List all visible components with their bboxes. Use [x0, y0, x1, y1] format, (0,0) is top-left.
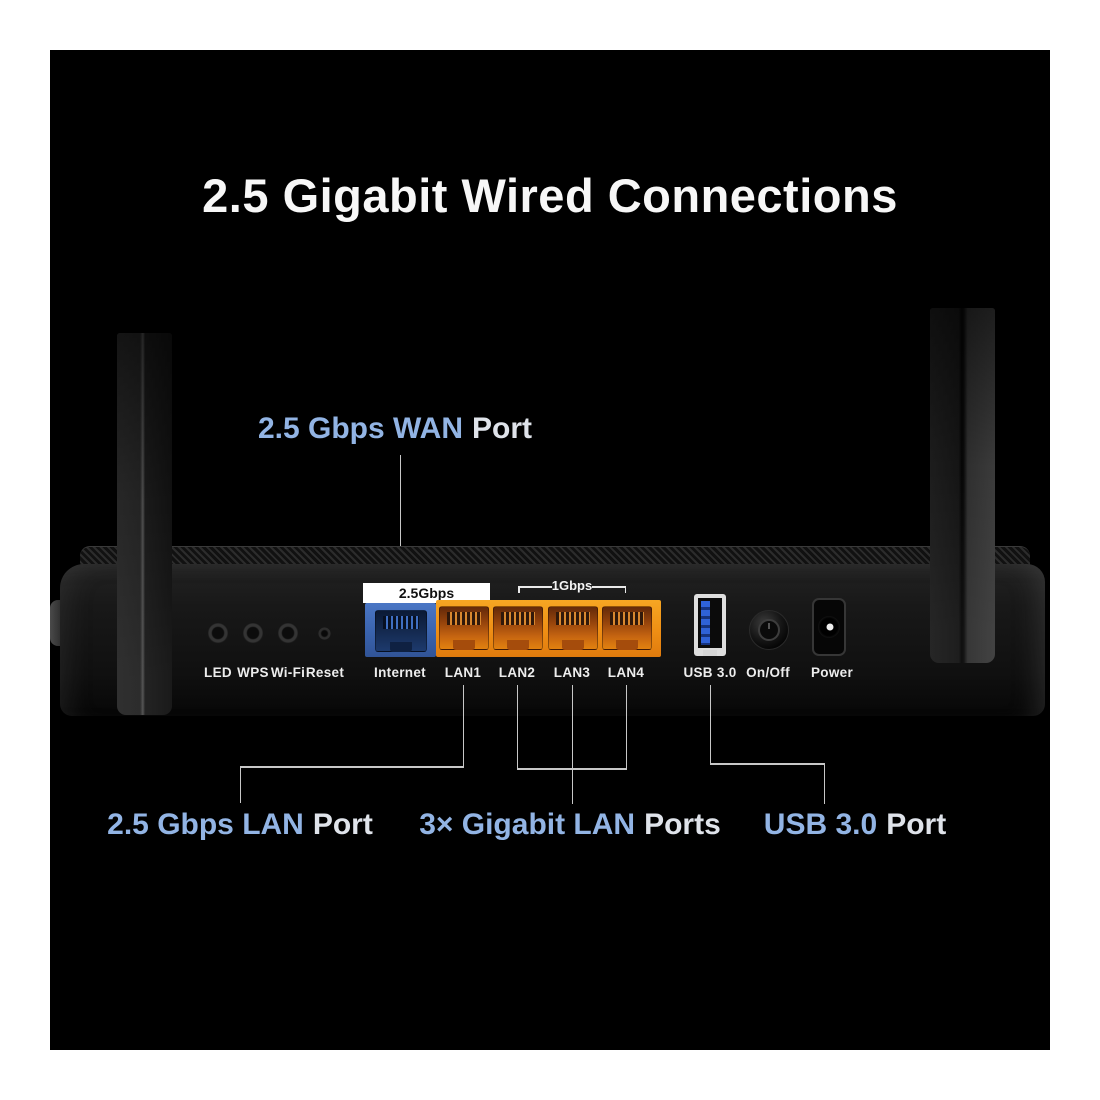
callout-wan-highlight: 2.5 Gbps WAN [257, 412, 464, 445]
wan-ethernet-port-icon [375, 610, 427, 652]
rj45-latch-icon [616, 640, 638, 650]
usb-foot [703, 650, 717, 656]
usb-port-label: USB 3.0 [683, 665, 737, 680]
internet-port-label: Internet [374, 665, 426, 680]
wps-label: WPS [237, 665, 269, 680]
reset-label: Reset [305, 665, 345, 680]
lan3-port-label: LAN3 [553, 665, 591, 680]
lan-port-block [436, 600, 661, 657]
rj45-latch-icon [390, 642, 412, 652]
lan4-port-label: LAN4 [607, 665, 645, 680]
rj45-pins-icon [383, 616, 419, 629]
dc-power-jack-icon [812, 598, 846, 656]
lan2-ethernet-port-icon [493, 606, 543, 650]
callout-usb-highlight: USB 3.0 [763, 808, 878, 841]
lan3-ethernet-port-icon [548, 606, 598, 650]
led-label: LED [204, 665, 232, 680]
wifi-label: Wi-Fi [270, 665, 306, 680]
wifi-button [277, 622, 299, 644]
leader-line-lan4-v [625, 685, 627, 769]
wan-port-block [365, 603, 436, 657]
lan1-ethernet-port-icon [439, 606, 489, 650]
gigabit-bracket-left [518, 586, 552, 592]
jack-hole [818, 616, 840, 638]
banner-title: 2.5 Gigabit Wired Connections [202, 169, 898, 222]
rj45-latch-icon [562, 640, 584, 650]
leader-line-lan1-v [462, 685, 464, 767]
usb-blue-tongue [701, 601, 710, 645]
jack-pin [826, 623, 834, 631]
product-banner: 2.5 Gigabit Wired Connections 2.5 Gbps W… [50, 50, 1050, 1050]
rj45-pins-icon [556, 612, 590, 625]
callout-lan25-highlight: 2.5 Gbps LAN [107, 808, 304, 841]
gigabit-bracket-right [592, 586, 626, 592]
rj45-pins-icon [610, 612, 644, 625]
callout-lan25-rest: Port [312, 808, 373, 841]
leader-line-wan [399, 455, 401, 572]
leader-line-lan1-h [239, 766, 464, 768]
wps-button [242, 622, 264, 644]
onoff-label: On/Off [746, 665, 790, 680]
leader-line-usb-drop [823, 763, 825, 804]
antenna-right [930, 308, 995, 663]
wan-speed-tag: 2.5Gbps [363, 583, 490, 603]
power-label: Power [810, 665, 854, 680]
lan2-port-label: LAN2 [498, 665, 536, 680]
callout-gigabit-highlight: 3× Gigabit LAN [419, 808, 636, 841]
callout-usb-rest: Port [886, 808, 947, 841]
lan4-ethernet-port-icon [602, 606, 652, 650]
antenna-left [117, 333, 172, 715]
lan1-port-label: LAN1 [444, 665, 482, 680]
usb-cavity [698, 598, 722, 648]
leader-line-lan2-v [516, 685, 518, 769]
rj45-latch-icon [507, 640, 529, 650]
leader-line-usb-h [709, 763, 825, 765]
rj45-pins-icon [501, 612, 535, 625]
led-button [207, 622, 229, 644]
rj45-pins-icon [447, 612, 481, 625]
callout-gigabit-rest: Ports [644, 808, 721, 841]
callout-wan-rest: Port [472, 412, 533, 445]
leader-line-lan1-drop [239, 766, 241, 803]
power-toggle-button [749, 610, 789, 650]
rj45-latch-icon [453, 640, 475, 650]
usb3-port-icon [694, 594, 726, 656]
leader-line-usb-v [709, 685, 711, 764]
reset-button [318, 627, 331, 640]
lan-speed-tag: 1Gbps [551, 578, 593, 593]
power-symbol-icon [758, 619, 780, 641]
leader-line-lan3-v [571, 685, 573, 804]
